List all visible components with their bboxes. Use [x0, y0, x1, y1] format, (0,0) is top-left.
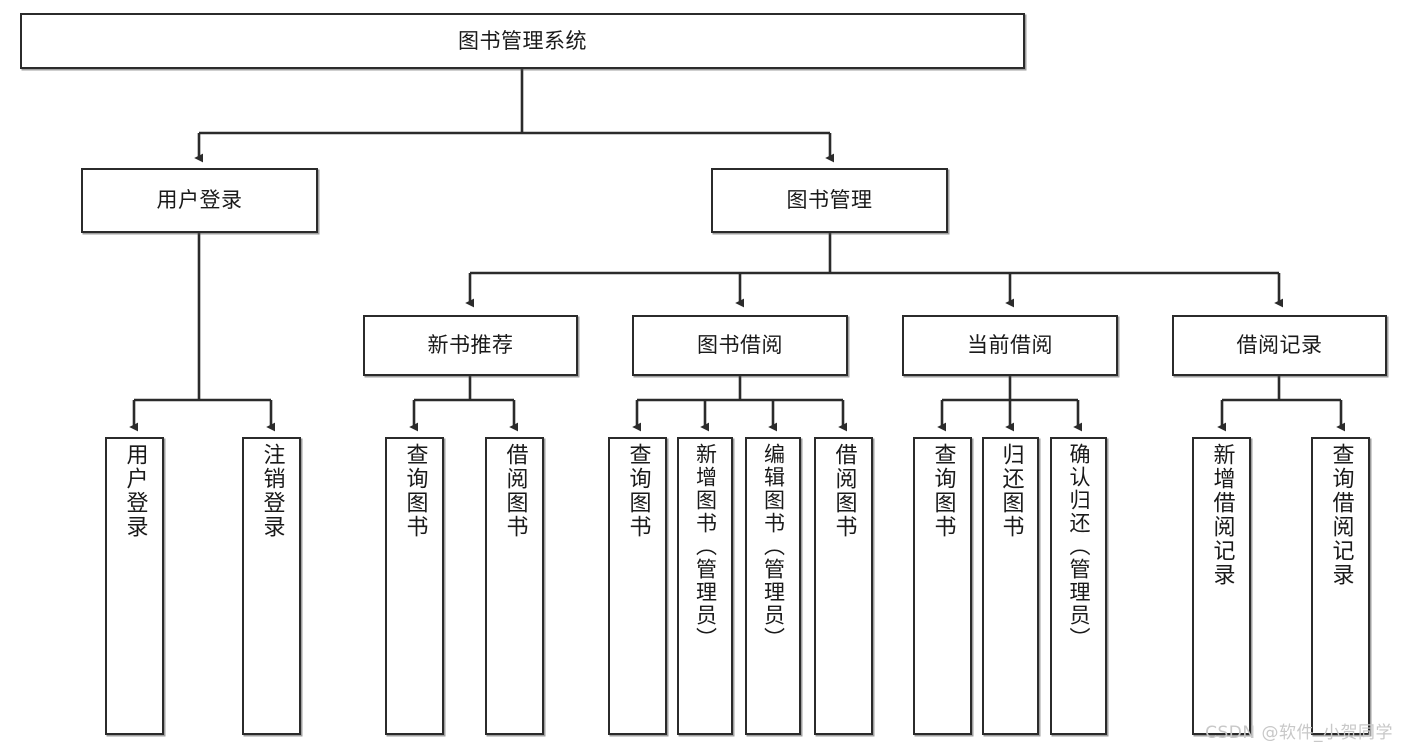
- connector-group-current-borrow: [937, 376, 1083, 432]
- leaf-current-borrow-query[interactable]: 查询图书: [913, 437, 972, 735]
- node-label: 用户登录: [156, 188, 243, 213]
- node-label: 借阅图书: [502, 443, 528, 539]
- connector-group-user-login: [129, 233, 276, 432]
- node-label: 借阅记录: [1236, 333, 1323, 358]
- leaf-book-borrow-query[interactable]: 查询图书: [608, 437, 667, 735]
- node-label: 查询借阅记录: [1328, 443, 1354, 587]
- node-label: 归还图书: [998, 443, 1024, 539]
- connector-group-book-borrow: [632, 376, 848, 432]
- node-user-login[interactable]: 用户登录: [81, 168, 318, 233]
- leaf-new-book-borrow[interactable]: 借阅图书: [485, 437, 544, 735]
- connector-group-root: [194, 69, 835, 163]
- leaf-book-borrow-add[interactable]: 新增图书（管理员）: [677, 437, 733, 735]
- node-label: 查询图书: [625, 443, 651, 539]
- node-label: 查询图书: [930, 443, 956, 539]
- node-label: 图书管理: [786, 188, 873, 213]
- node-label: 当前借阅: [967, 333, 1053, 358]
- leaf-borrow-record-add[interactable]: 新增借阅记录: [1192, 437, 1251, 735]
- node-label: 查询图书: [402, 443, 428, 539]
- leaf-new-book-query[interactable]: 查询图书: [385, 437, 444, 735]
- leaf-current-borrow-return[interactable]: 归还图书: [982, 437, 1039, 735]
- connector-group-borrow-record: [1217, 376, 1346, 432]
- node-label: 注销登录: [259, 443, 285, 539]
- leaf-book-borrow-edit[interactable]: 编辑图书（管理员）: [745, 437, 801, 735]
- node-root-system[interactable]: 图书管理系统: [20, 13, 1025, 69]
- node-label: 图书借阅: [697, 333, 783, 358]
- node-new-book-recommend[interactable]: 新书推荐: [363, 315, 578, 376]
- node-label: 新书推荐: [427, 333, 514, 358]
- node-book-management[interactable]: 图书管理: [711, 168, 948, 233]
- leaf-user-login-signin[interactable]: 用户登录: [105, 437, 164, 735]
- leaf-borrow-record-query[interactable]: 查询借阅记录: [1311, 437, 1370, 735]
- node-label: 图书管理系统: [458, 28, 587, 53]
- leaf-book-borrow-lend[interactable]: 借阅图书: [814, 437, 873, 735]
- node-label: 借阅图书: [831, 443, 857, 539]
- node-label: 新增图书（管理员）: [693, 443, 718, 650]
- node-label: 编辑图书（管理员）: [761, 443, 786, 650]
- connector-group-new-book: [409, 376, 519, 432]
- node-label: 新增借阅记录: [1209, 443, 1235, 587]
- node-label: 确认归还（管理员）: [1067, 443, 1091, 650]
- node-book-borrow[interactable]: 图书借阅: [632, 315, 848, 376]
- node-borrow-record[interactable]: 借阅记录: [1172, 315, 1387, 376]
- connector-group-book-manage: [465, 233, 1284, 308]
- leaf-user-login-signout[interactable]: 注销登录: [242, 437, 301, 735]
- leaf-current-borrow-confirm[interactable]: 确认归还（管理员）: [1050, 437, 1107, 735]
- watermark-text: CSDN @软件_小贺同学: [1205, 723, 1393, 743]
- node-label: 用户登录: [122, 443, 148, 539]
- node-current-borrow[interactable]: 当前借阅: [902, 315, 1118, 376]
